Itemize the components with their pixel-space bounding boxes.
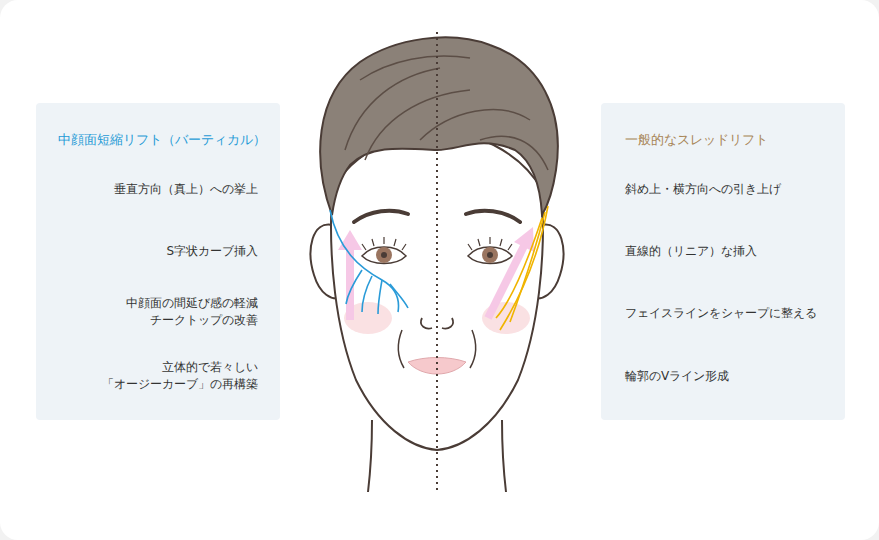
panel-item: 直線的（リニア）な挿入 [625,243,757,260]
panel-item: 垂直方向（真上）への挙上 [114,181,258,198]
panel-item: 中顔面の間延び感の軽減チークトップの改善 [126,295,258,329]
panel-item: 立体的で若々しい「オージーカーブ」の再構築 [102,359,258,393]
panel-item: 輪郭のVライン形成 [625,368,729,385]
panel-item: フェイスラインをシャープに整える [625,305,817,322]
panel-item: S字状カーブ挿入 [166,243,258,260]
info-panel: 一般的なスレッドリフト斜め上・横方向への引き上げ直線的（リニア）な挿入フェイスラ… [601,103,845,420]
panel-heading: 一般的なスレッドリフト [625,131,768,148]
info-panel: 中顔面短縮リフト（バーティカル） 垂直方向（真上）への挙上 S字状カーブ挿入中顔面の… [36,103,280,420]
panel-heading: 中顔面短縮リフト（バーティカル） [58,131,266,148]
panel-item: 斜め上・横方向への引き上げ [625,181,781,198]
